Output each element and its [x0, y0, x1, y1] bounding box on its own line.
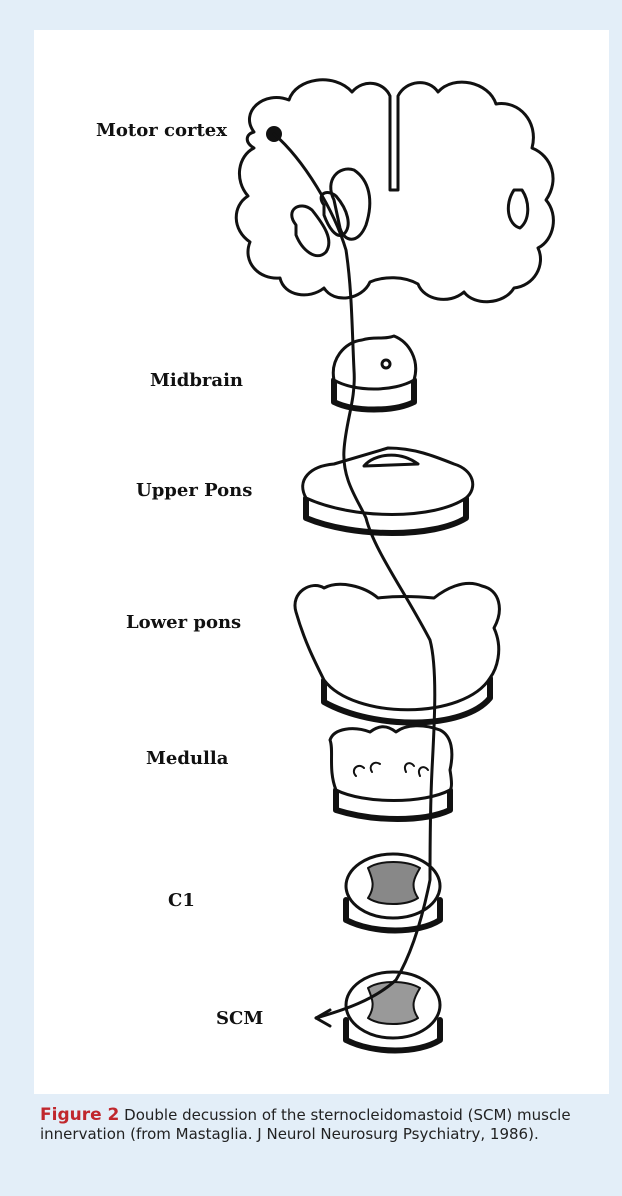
scm-arrowhead — [316, 1010, 330, 1026]
decussation-diagram — [34, 30, 609, 1094]
internal-capsule-shape — [331, 169, 370, 239]
figure-panel: Motor cortex Midbrain Upper Pons Lower p… — [34, 30, 609, 1094]
label-lower-pons: Lower pons — [126, 612, 241, 633]
figure-caption: Figure 2 Double decussion of the sternoc… — [40, 1106, 600, 1144]
upper-pons-section — [303, 448, 473, 533]
brain-coronal-section — [236, 80, 553, 302]
label-scm: SCM — [216, 1008, 263, 1029]
label-medulla: Medulla — [146, 748, 228, 769]
label-c1: C1 — [168, 890, 195, 911]
lower-pons-section — [295, 583, 499, 722]
brain-outline — [236, 80, 553, 302]
label-upper-pons: Upper Pons — [136, 480, 252, 501]
label-midbrain: Midbrain — [150, 370, 243, 391]
caption-text: Double decussion of the sternocleidomast… — [40, 1106, 571, 1143]
figure-number: Figure 2 — [40, 1105, 119, 1125]
temporal-fold — [508, 190, 527, 228]
midbrain-section — [333, 336, 415, 410]
label-motor-cortex: Motor cortex — [96, 120, 227, 141]
